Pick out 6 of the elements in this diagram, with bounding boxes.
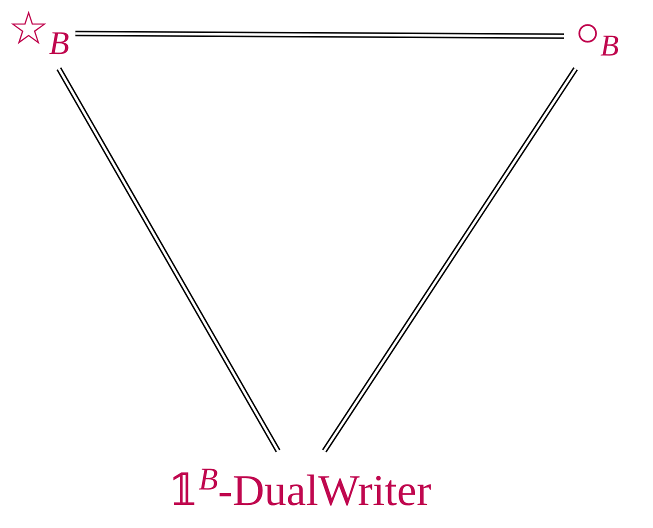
math-label: ○$_{B}$ <box>575 10 619 63</box>
math-label: 𝟙$^{B}$-DualWriter <box>168 462 432 516</box>
double-line <box>56 67 280 452</box>
double-line <box>322 67 578 453</box>
double-line <box>75 30 564 39</box>
math-label: ☆$_{B}$ <box>8 4 70 63</box>
